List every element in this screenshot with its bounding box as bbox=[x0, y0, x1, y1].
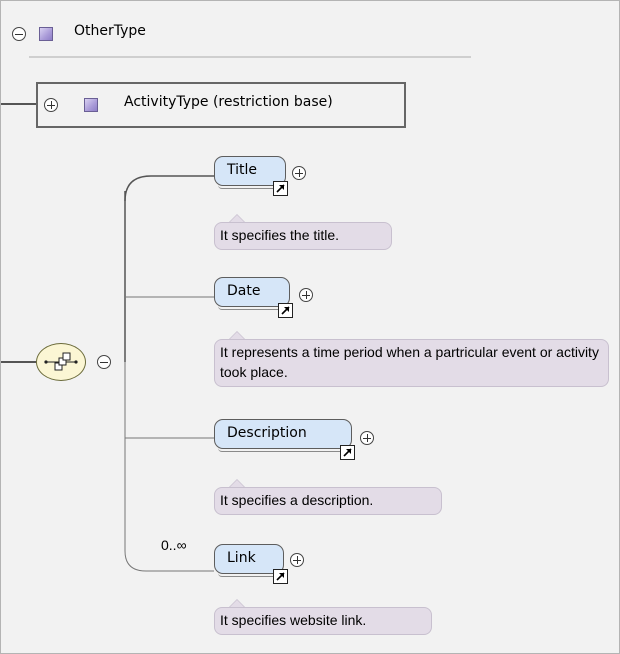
element-description[interactable]: Description bbox=[214, 419, 352, 452]
reference-arrow-icon bbox=[278, 303, 293, 318]
documentation-note: It represents a time period when a partr… bbox=[214, 331, 609, 387]
element-link[interactable]: Link bbox=[214, 544, 284, 577]
base-type-label: ActivityType (restriction base) bbox=[124, 94, 333, 110]
root-type-label: OtherType bbox=[74, 23, 146, 39]
sequence-icon bbox=[44, 352, 78, 371]
base-type-box[interactable]: ActivityType (restriction base) bbox=[36, 82, 406, 128]
expand-toggle-icon[interactable] bbox=[44, 98, 58, 112]
collapse-toggle-icon[interactable] bbox=[97, 355, 111, 369]
occurrence-label: 0..∞ bbox=[161, 537, 187, 553]
reference-arrow-icon bbox=[273, 569, 288, 584]
element-date[interactable]: Date bbox=[214, 277, 290, 310]
complex-type-icon bbox=[39, 27, 53, 41]
reference-arrow-icon bbox=[273, 181, 288, 196]
expand-toggle-icon[interactable] bbox=[360, 431, 374, 445]
documentation-note: It specifies a description. bbox=[214, 479, 442, 515]
reference-arrow-icon bbox=[340, 445, 355, 460]
element-title[interactable]: Title bbox=[214, 156, 286, 189]
documentation-note: It specifies website link. bbox=[214, 599, 432, 635]
documentation-note: It specifies the title. bbox=[214, 214, 392, 250]
expand-toggle-icon[interactable] bbox=[292, 166, 306, 180]
sequence-compositor[interactable] bbox=[36, 343, 86, 381]
expand-toggle-icon[interactable] bbox=[290, 553, 304, 567]
collapse-toggle-icon[interactable] bbox=[12, 27, 26, 41]
complex-type-icon bbox=[84, 98, 98, 112]
expand-toggle-icon[interactable] bbox=[299, 288, 313, 302]
